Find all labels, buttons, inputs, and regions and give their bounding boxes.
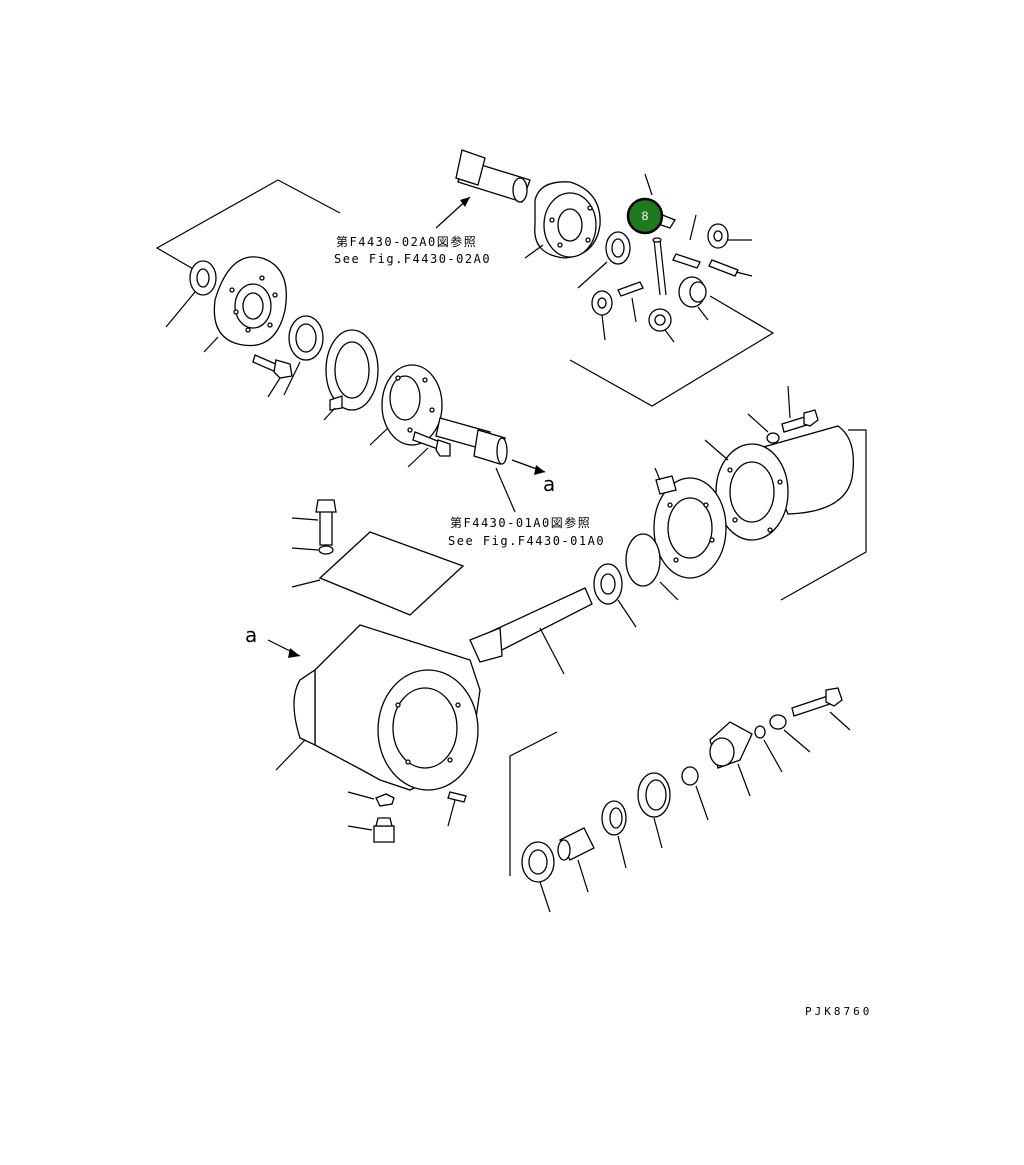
thrust-washer xyxy=(165,260,217,328)
drawing-code: PJK8760 xyxy=(805,1005,872,1018)
reference-en-01A0: See Fig.F4430-01A0 xyxy=(448,534,605,548)
oil-seal xyxy=(637,772,671,849)
ring-gear xyxy=(203,256,287,353)
callout-number: 8 xyxy=(642,209,649,223)
pinion-gear-right-lower xyxy=(678,276,709,321)
differential-case xyxy=(524,181,601,259)
cover-bolt xyxy=(291,499,337,546)
transmission-case xyxy=(275,624,481,791)
pinion-gear-center xyxy=(648,308,675,343)
side-gear xyxy=(577,231,631,289)
reference-label-02A0: 第F4430-02A0図参照 See Fig.F4430-02A0 xyxy=(334,234,491,266)
short-pin-1 xyxy=(672,214,701,269)
bearing-cage xyxy=(323,329,379,421)
spacer-plate xyxy=(653,467,727,579)
spacer-sleeve xyxy=(557,827,595,893)
spider-pin xyxy=(644,173,676,296)
differential-shaft xyxy=(435,149,531,229)
arrow-marker-a: a xyxy=(543,472,555,496)
output-flange xyxy=(709,721,753,797)
output-bolt xyxy=(791,687,851,731)
callout-badge-8[interactable]: 8 xyxy=(626,197,664,235)
taper-bearing xyxy=(593,563,637,628)
bearing xyxy=(283,315,324,396)
reference-label-01A0: 第F4430-01A0図参照 See Fig.F4430-01A0 xyxy=(448,515,605,548)
reference-en-02A0: See Fig.F4430-02A0 xyxy=(334,252,491,266)
housing-bolt xyxy=(781,385,819,433)
pinion-shaft-upper xyxy=(435,417,546,513)
output-washer-small xyxy=(754,725,783,773)
diff-internals-bracket xyxy=(569,295,775,407)
cage-flange xyxy=(369,364,443,446)
view-marker-a: a xyxy=(245,623,257,647)
cover-plate xyxy=(291,531,465,616)
pinion-gear-right xyxy=(707,223,752,249)
cover-washer xyxy=(291,545,334,555)
lower-group-bracket xyxy=(509,731,558,876)
housing-washer xyxy=(747,413,780,444)
output-washer-large xyxy=(769,714,811,753)
short-pin-3 xyxy=(617,281,644,323)
o-ring xyxy=(625,533,679,601)
short-pin-2 xyxy=(708,259,753,277)
upper-left-bracket xyxy=(155,179,341,271)
axle-housing xyxy=(704,425,855,541)
dowel-pin xyxy=(447,791,467,827)
reference-jp-02A0: 第F4430-02A0図参照 xyxy=(336,234,477,249)
drain-plug xyxy=(347,791,395,807)
reference-jp-01A0: 第F4430-01A0図参照 xyxy=(450,515,591,530)
bevel-pinion-shaft xyxy=(469,587,593,675)
case-view-arrow xyxy=(267,639,301,658)
breather-plug xyxy=(347,817,395,843)
pinion-gear-left-lower xyxy=(591,290,613,341)
output-nut xyxy=(681,766,709,821)
cage-bolt xyxy=(407,431,451,468)
inner-bearing xyxy=(521,841,555,913)
ring-gear-bolt xyxy=(252,354,293,398)
right-group-bracket xyxy=(780,429,867,601)
output-bearing xyxy=(601,800,627,869)
